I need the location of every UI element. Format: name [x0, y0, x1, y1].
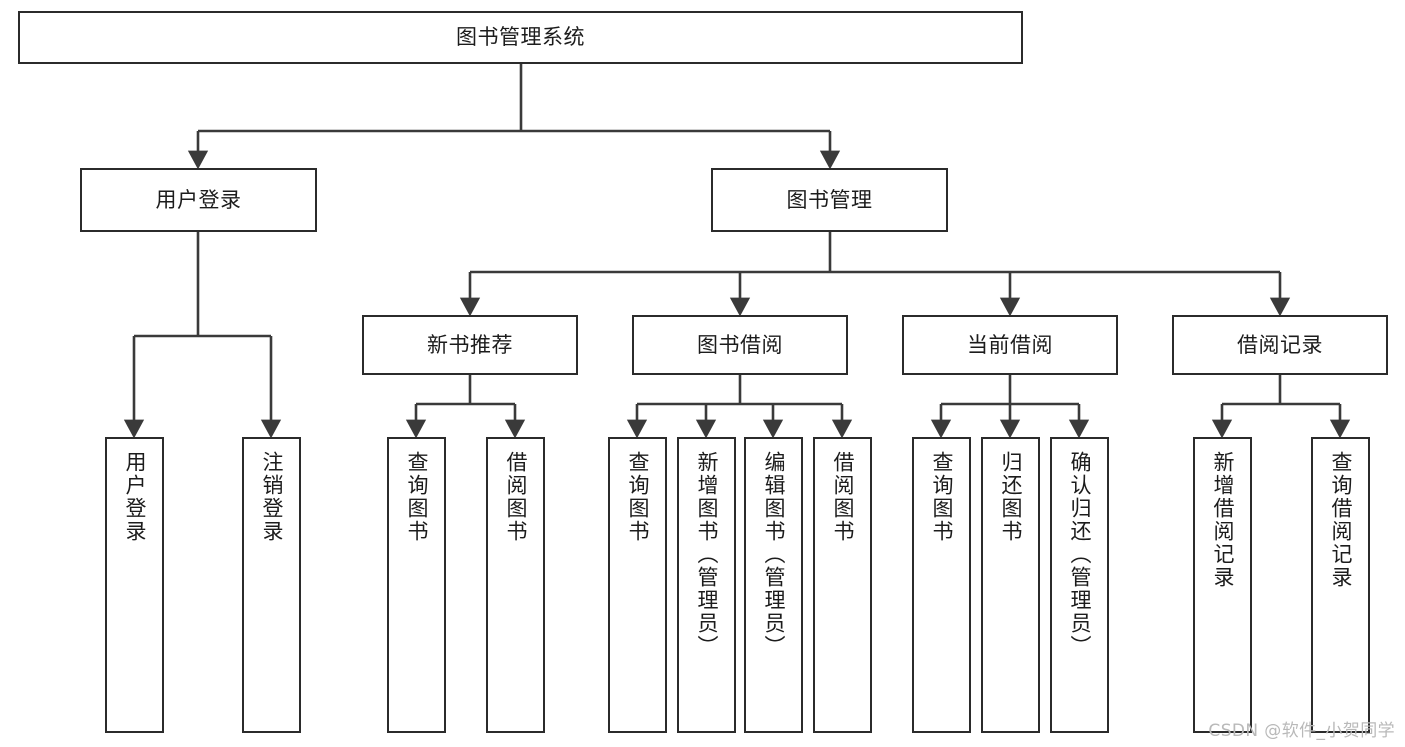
node-leaf-confirm-return-label: 确认归还（管理员） — [1068, 451, 1092, 658]
node-leaf-logout-label: 注销登录 — [260, 451, 284, 543]
node-root-system-label: 图书管理系统 — [456, 25, 585, 50]
node-leaf-query-record-label: 查询借阅记录 — [1329, 451, 1353, 589]
node-leaf-edit-book-label: 编辑图书（管理员） — [762, 451, 786, 658]
node-leaf-add-book-label: 新增图书（管理员） — [695, 451, 719, 658]
node-leaf-user-login-label: 用户登录 — [123, 451, 147, 543]
node-leaf-borrow-book-1-label: 借阅图书 — [504, 451, 528, 543]
node-leaf-logout[interactable]: 注销登录 — [242, 437, 301, 733]
node-leaf-edit-book[interactable]: 编辑图书（管理员） — [744, 437, 803, 733]
node-leaf-return-book[interactable]: 归还图书 — [981, 437, 1040, 733]
node-leaf-borrow-book-1[interactable]: 借阅图书 — [486, 437, 545, 733]
node-leaf-query-record[interactable]: 查询借阅记录 — [1311, 437, 1370, 733]
node-leaf-query-book-2[interactable]: 查询图书 — [608, 437, 667, 733]
node-user-login[interactable]: 用户登录 — [80, 168, 317, 232]
node-borrow-record[interactable]: 借阅记录 — [1172, 315, 1388, 375]
node-user-login-label: 用户登录 — [155, 187, 242, 212]
node-book-borrow[interactable]: 图书借阅 — [632, 315, 848, 375]
node-borrow-record-label: 借阅记录 — [1237, 332, 1323, 357]
node-leaf-query-book-2-label: 查询图书 — [626, 451, 650, 543]
node-leaf-query-book-3[interactable]: 查询图书 — [912, 437, 971, 733]
node-leaf-add-book[interactable]: 新增图书（管理员） — [677, 437, 736, 733]
node-leaf-return-book-label: 归还图书 — [999, 451, 1023, 543]
node-book-manage-label: 图书管理 — [786, 187, 873, 212]
node-leaf-query-book-3-label: 查询图书 — [930, 451, 954, 543]
node-leaf-query-book-1[interactable]: 查询图书 — [387, 437, 446, 733]
node-current-borrow-label: 当前借阅 — [967, 332, 1053, 357]
node-leaf-confirm-return[interactable]: 确认归还（管理员） — [1050, 437, 1109, 733]
node-new-book-recommend-label: 新书推荐 — [427, 332, 513, 357]
node-leaf-add-record[interactable]: 新增借阅记录 — [1193, 437, 1252, 733]
node-book-manage[interactable]: 图书管理 — [711, 168, 948, 232]
node-new-book-recommend[interactable]: 新书推荐 — [362, 315, 578, 375]
node-leaf-borrow-book-2-label: 借阅图书 — [831, 451, 855, 543]
node-leaf-borrow-book-2[interactable]: 借阅图书 — [813, 437, 872, 733]
node-leaf-add-record-label: 新增借阅记录 — [1211, 451, 1235, 589]
node-root-system[interactable]: 图书管理系统 — [18, 11, 1023, 64]
node-book-borrow-label: 图书借阅 — [697, 332, 783, 357]
csdn-watermark: CSDN @软件_小贺同学 — [1208, 721, 1395, 741]
node-current-borrow[interactable]: 当前借阅 — [902, 315, 1118, 375]
node-leaf-user-login[interactable]: 用户登录 — [105, 437, 164, 733]
node-leaf-query-book-1-label: 查询图书 — [405, 451, 429, 543]
